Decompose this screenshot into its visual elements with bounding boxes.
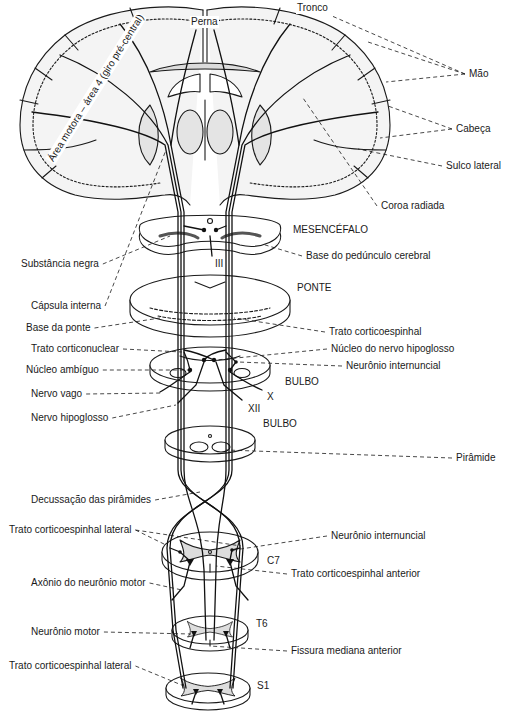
leader-line [380, 129, 452, 138]
anatomy-label: Sulco lateral [445, 160, 502, 172]
leader-line [216, 566, 287, 574]
anatomy-label: Substância negra [20, 258, 100, 270]
leader-line [234, 318, 325, 332]
anatomy-label: Tronco [296, 2, 329, 14]
leader-line [216, 349, 327, 360]
leader-line [388, 106, 452, 129]
anatomy-label: Coroa radiada [380, 200, 445, 212]
anatomy-label: Nervo hipoglosso [30, 412, 109, 424]
leader-line [303, 98, 377, 206]
anatomy-label: Mão [468, 68, 489, 80]
anatomy-label: III [214, 258, 224, 270]
leader-line [135, 666, 184, 686]
anatomy-label: Pirâmide [455, 452, 496, 464]
anatomy-label: Decussação das pirâmides [30, 494, 152, 506]
anatomy-label: X [266, 391, 275, 403]
leader-line [103, 236, 170, 264]
anatomy-label: Perna [190, 16, 219, 28]
leader-line [358, 149, 442, 166]
anatomy-label: Neurônio internuncial [345, 360, 442, 372]
leader-line [123, 349, 182, 352]
leader-line [103, 370, 188, 371]
leader-line [155, 492, 200, 500]
anatomy-label: Nervo vago [30, 388, 83, 400]
anatomy-label: Trato corticonuclear [30, 343, 120, 355]
leader-line [234, 536, 327, 550]
leader-line [210, 646, 287, 651]
leader-line [262, 244, 302, 256]
leader-line [105, 150, 166, 306]
leader-line [150, 583, 182, 590]
leader-line [104, 632, 191, 634]
anatomy-label: BULBO [284, 376, 320, 388]
anatomy-label: Trato corticoespinhal lateral [8, 524, 132, 536]
anatomy-label: Base da ponte [25, 322, 92, 334]
anatomy-label: Cabeça [455, 123, 491, 135]
leader-line [226, 450, 452, 458]
anatomy-label: Fissura mediana anterior [290, 645, 403, 657]
anatomy-label: Neurônio motor [30, 626, 101, 638]
anatomy-label: Núcleo ambíguo [25, 364, 100, 376]
anatomy-label: Cápsula interna [30, 300, 102, 312]
leader-line [332, 16, 465, 74]
leader-line [238, 362, 342, 366]
anatomy-label: Trato corticoespinhal anterior [290, 568, 421, 580]
anatomy-label: Núcleo do nervo hipoglosso [330, 343, 455, 355]
anatomy-label: S1 [256, 680, 270, 692]
anatomy-label: BULBO [262, 418, 298, 430]
leader-line [95, 318, 161, 328]
anatomy-label: Neurônio internuncial [330, 530, 427, 542]
anatomy-label: T6 [255, 618, 269, 630]
leader-line [135, 530, 241, 546]
anatomy-label: Axônio do neurônio motor [30, 577, 147, 589]
anatomy-label: PONTE [296, 282, 332, 294]
leader-line [368, 42, 465, 74]
anatomy-label: C7 [266, 555, 281, 567]
leader-line [112, 405, 176, 418]
anatomy-label: Trato corticoespinhal lateral [8, 660, 132, 672]
anatomy-label: MESENCÉFALO [292, 224, 369, 236]
leader-line [86, 393, 162, 394]
anatomy-label: Base do pedúnculo cerebral [305, 250, 432, 262]
leader-line [386, 74, 465, 82]
anatomy-label: XII [247, 403, 261, 415]
anatomy-label: Trato corticoespinhal [328, 326, 422, 338]
